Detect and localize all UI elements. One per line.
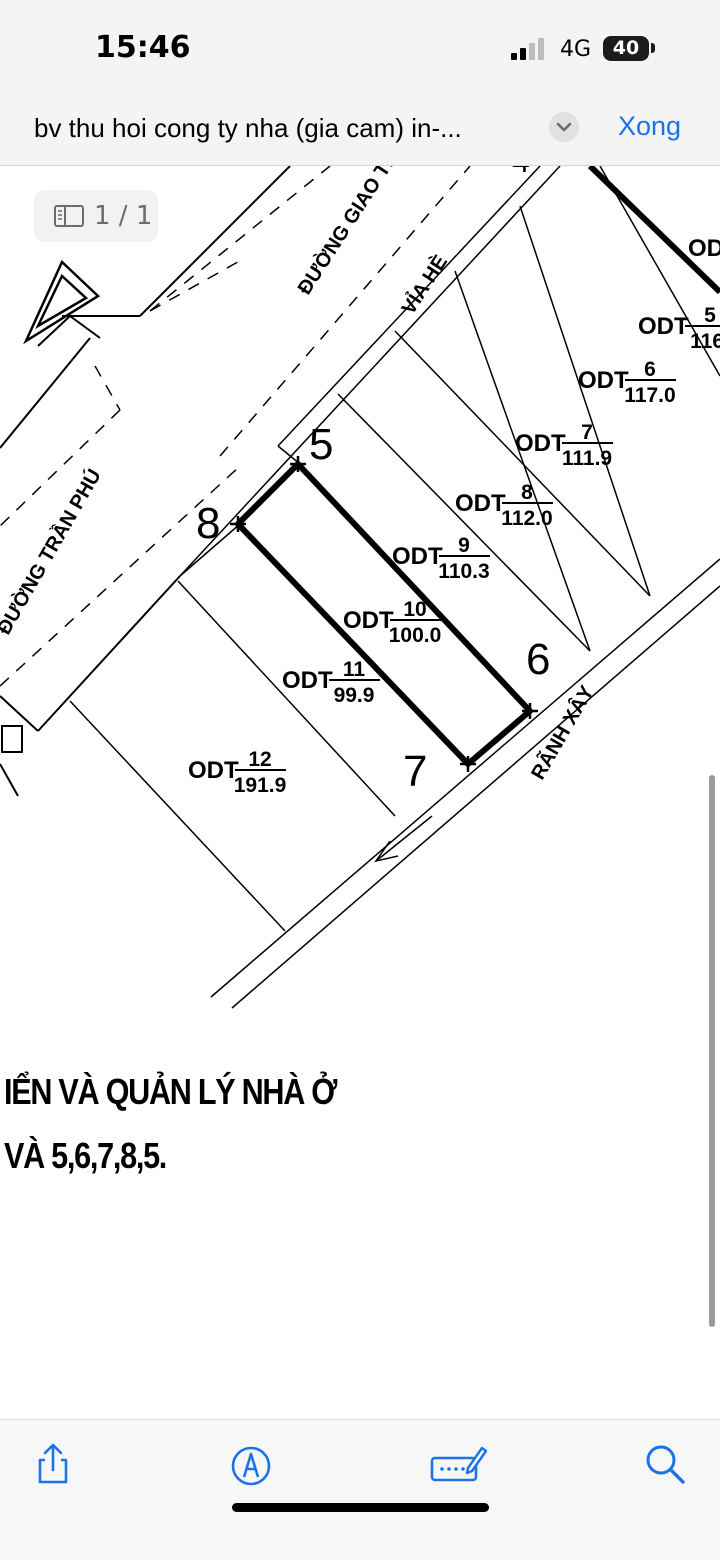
share-icon[interactable]: [31, 1442, 75, 1486]
parcel-label-12: ODT 12 191.9: [188, 748, 286, 797]
home-indicator: [232, 1503, 489, 1512]
battery-tip: [651, 43, 655, 53]
parcel-number: 9: [458, 534, 470, 557]
parcel-code: ODT: [515, 430, 566, 457]
page-count: 1 / 1: [94, 201, 153, 231]
parcel-number: 7: [581, 421, 593, 444]
parcel-area: 117.0: [624, 384, 675, 407]
corner-5: 5: [309, 420, 333, 469]
left-edge-marks: [0, 725, 23, 797]
parcel-code: ODT: [282, 667, 333, 694]
parcel-number: 10: [403, 598, 426, 621]
parcel-number: 6: [644, 358, 656, 381]
edit-icon[interactable]: [430, 1442, 488, 1486]
signal-icon: [511, 38, 544, 60]
parcel-label-10: ODT 10 100.0: [343, 598, 441, 647]
parcel-number: 8: [521, 481, 533, 504]
boundary-nodes: [230, 456, 538, 772]
parcel-code: ODT: [392, 543, 443, 570]
parcel-code: ODT: [638, 313, 689, 340]
land-plot-drawing: ĐƯỜNG GIAO THÔ VỈA HÈ ĐƯỜNG TRẦN PHÚ RÃN…: [0, 166, 720, 1009]
page-icon: [54, 205, 84, 227]
corner-7: 7: [403, 747, 427, 796]
parcel-label-7: ODT 7 111.9: [515, 421, 613, 470]
parcel-area: 110.3: [438, 560, 489, 583]
parcel-label-9: ODT 9 110.3: [392, 534, 490, 583]
parcel-area: 99.9: [334, 684, 375, 707]
parcel-lines: [69, 166, 720, 1009]
parcel-number: 11: [343, 658, 366, 681]
parcel-code: ODT: [578, 367, 629, 394]
road-label-via-he: VỈA HÈ: [397, 251, 452, 319]
page-indicator: 1 / 1: [34, 190, 158, 242]
corner-numbers: 5 6 7 8 4: [196, 166, 550, 796]
parcel-area: 112.0: [501, 507, 552, 530]
parcel-code: ODT: [343, 607, 394, 634]
parcel-label-6: ODT 6 117.0: [578, 358, 676, 407]
status-bar: 15:46 4G 40: [0, 0, 720, 95]
arrow-symbol: [23, 259, 101, 345]
partial-top-label: OD: [688, 235, 720, 262]
done-button[interactable]: Xong: [618, 111, 682, 141]
parcel-number: 5: [704, 304, 716, 327]
status-time: 15:46: [95, 30, 191, 65]
corner-6: 6: [526, 635, 550, 684]
markup-icon[interactable]: [229, 1442, 273, 1486]
parcel-labels: ODT5116.ODT6117.0ODT7111.9ODT8112.0ODT91…: [188, 304, 720, 797]
network-type: 4G: [560, 37, 592, 62]
document-title[interactable]: bv thu hoi cong ty nha (gia cam) in-...: [34, 113, 462, 143]
road-label-tran-phu: ĐƯỜNG TRẦN PHÚ: [0, 465, 106, 639]
chevron-down-icon: [556, 122, 572, 132]
title-menu-button[interactable]: [549, 112, 579, 142]
document-viewer[interactable]: ĐƯỜNG GIAO THÔ VỈA HÈ ĐƯỜNG TRẦN PHÚ RÃN…: [0, 166, 720, 1419]
caption-line-2: VÀ 5,6,7,8,5.: [4, 1135, 167, 1176]
parcel-label-5: ODT 5 116.: [638, 304, 720, 353]
search-icon[interactable]: [643, 1442, 687, 1486]
parcel-number: 12: [248, 748, 271, 771]
road-label-ranh-xay: RÃNH XÂY: [526, 680, 599, 783]
parcel-area: 100.0: [389, 624, 442, 647]
corner-8: 8: [196, 499, 220, 548]
corner-4: 4: [512, 166, 530, 179]
scrollbar[interactable]: [709, 775, 715, 1327]
parcel-label-8: ODT 8 112.0: [455, 481, 553, 530]
parcel-area: 116.: [690, 330, 720, 353]
dashed-lines: [0, 166, 471, 687]
caption-line-1: IỂN VÀ QUẢN LÝ NHÀ Ở: [4, 1071, 337, 1112]
parcel-area: 111.9: [562, 447, 612, 470]
battery-level: 40: [612, 37, 640, 59]
parcel-area: 191.9: [234, 774, 287, 797]
bottom-toolbar: [0, 1419, 720, 1560]
parcel-code: ODT: [455, 490, 506, 517]
road-label-giao-thong: ĐƯỜNG GIAO THÔ: [292, 166, 412, 299]
battery-icon: 40: [603, 36, 649, 61]
nav-bar: bv thu hoi cong ty nha (gia cam) in-... …: [0, 95, 720, 166]
road-lines: [0, 166, 291, 732]
parcel-label-11: ODT 11 99.9: [282, 658, 380, 707]
flow-arrow: [374, 815, 433, 863]
parcel-code: ODT: [188, 757, 239, 784]
